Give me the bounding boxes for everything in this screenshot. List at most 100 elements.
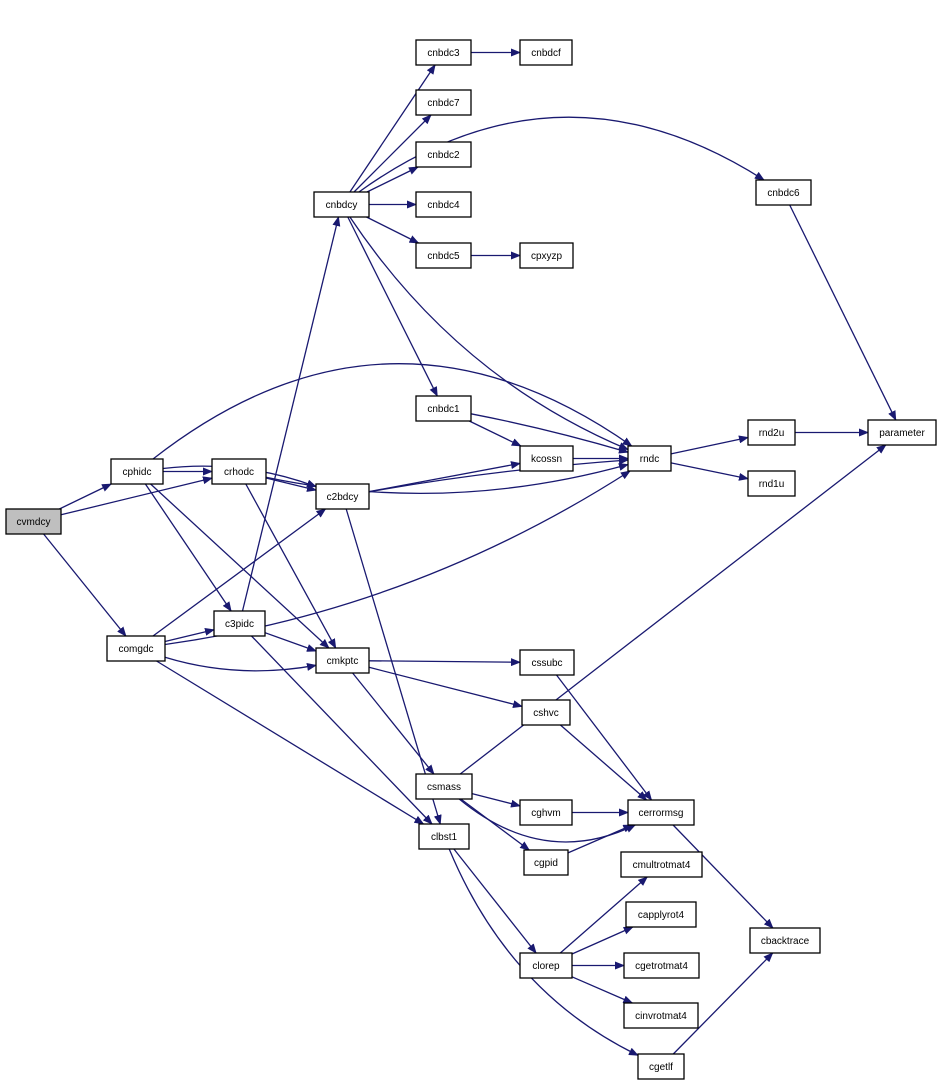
node-cmultrotmat4[interactable]: cmultrotmat4 xyxy=(620,851,703,878)
node-box xyxy=(523,849,569,876)
node-box xyxy=(637,1053,685,1080)
node-cghvm[interactable]: cghvm xyxy=(519,799,573,826)
node-cnbdc6[interactable]: cnbdc6 xyxy=(755,179,812,206)
node-cpxyzp[interactable]: cpxyzp xyxy=(519,242,574,269)
node-rnd1u[interactable]: rnd1u xyxy=(747,470,796,497)
node-box xyxy=(415,141,472,168)
node-csmass[interactable]: csmass xyxy=(415,773,473,800)
node-box xyxy=(519,39,573,66)
edge-cphidc-to-cmkptc xyxy=(150,483,330,649)
edge-cmkptc-to-csmass xyxy=(352,672,435,775)
node-cnbdc4[interactable]: cnbdc4 xyxy=(415,191,472,218)
node-cphidc[interactable]: cphidc xyxy=(110,458,164,485)
node-box xyxy=(315,647,370,674)
node-box xyxy=(627,799,695,826)
edge-c3pidc-to-clbst1 xyxy=(251,635,433,825)
node-box xyxy=(519,242,574,269)
node-cnbdc7[interactable]: cnbdc7 xyxy=(415,89,472,116)
node-cvmdcy[interactable]: cvmdcy xyxy=(5,508,62,535)
node-label: parameter xyxy=(879,428,925,439)
edge-cerrormsg-to-cbacktrace xyxy=(672,824,774,929)
node-rndc[interactable]: rndc xyxy=(627,445,672,472)
node-box xyxy=(623,1002,699,1029)
node-crhodc[interactable]: crhodc xyxy=(211,458,267,485)
edge-cnbdcy-to-rndc xyxy=(349,216,629,451)
node-cbacktrace[interactable]: cbacktrace xyxy=(749,927,821,954)
node-clbst1[interactable]: clbst1 xyxy=(418,823,470,850)
node-label: c2bdcy xyxy=(327,492,359,503)
edge-cnbdcy-to-cnbdc7 xyxy=(353,114,432,193)
node-cmkptc[interactable]: cmkptc xyxy=(315,647,370,674)
node-label: cnbdc4 xyxy=(427,200,460,211)
edge-comgdc-to-cmkptc xyxy=(164,656,317,672)
edge-cnbdc1-to-kcossn xyxy=(469,420,522,447)
node-label: cpxyzp xyxy=(531,251,563,262)
edge-clbst1-to-cgetlf xyxy=(448,848,639,1056)
node-cgetlf[interactable]: cgetlf xyxy=(637,1053,685,1080)
node-label: cinvrotmat4 xyxy=(635,1011,687,1022)
edge-crhodc-to-cmkptc xyxy=(245,483,337,649)
node-label: cerrormsg xyxy=(638,808,683,819)
edge-cshvc-to-cerrormsg xyxy=(559,724,648,801)
nodes-layer: cvmdcy cphidc comgdc crhodc c2bdcy c3pidc cmkp… xyxy=(5,39,937,1080)
node-cgpid[interactable]: cgpid xyxy=(523,849,569,876)
edge-c3pidc-to-cnbdcy xyxy=(241,216,341,612)
edges-layer xyxy=(43,48,897,1056)
node-cgetrotmat4[interactable]: cgetrotmat4 xyxy=(623,952,700,979)
node-cshvc[interactable]: cshvc xyxy=(521,699,571,726)
node-comgdc[interactable]: comgdc xyxy=(106,635,166,662)
node-c2bdcy[interactable]: c2bdcy xyxy=(315,483,370,510)
node-cerrormsg[interactable]: cerrormsg xyxy=(627,799,695,826)
node-label: cmkptc xyxy=(327,656,359,667)
node-box xyxy=(519,445,574,472)
edge-comgdc-to-c3pidc xyxy=(164,627,215,643)
node-box xyxy=(521,699,571,726)
node-label: cnbdc6 xyxy=(767,188,800,199)
node-cnbdcf[interactable]: cnbdcf xyxy=(519,39,573,66)
edge-rndc-to-rnd1u xyxy=(670,462,749,481)
node-cnbdc1[interactable]: cnbdc1 xyxy=(415,395,472,422)
edge-c2bdcy-to-rndc xyxy=(368,456,629,493)
node-parameter[interactable]: parameter xyxy=(867,419,937,446)
node-box xyxy=(315,483,370,510)
edge-cmkptc-to-cssubc xyxy=(368,658,521,667)
edge-c3pidc-to-cmkptc xyxy=(264,632,317,652)
node-box xyxy=(213,610,266,637)
node-label: cshvc xyxy=(533,708,559,719)
edge-cvmdcy-to-crhodc xyxy=(60,476,213,516)
edge-clorep-to-capplyrot4 xyxy=(571,926,634,955)
node-clorep[interactable]: clorep xyxy=(519,952,573,979)
node-label: c3pidc xyxy=(225,619,254,630)
node-label: crhodc xyxy=(224,467,254,478)
node-box xyxy=(106,635,166,662)
edge-csmass-to-cghvm xyxy=(471,792,521,808)
edge-cnbdcy-to-cnbdc6 xyxy=(358,116,765,193)
edge-c2bdcy-to-clbst1 xyxy=(345,508,442,825)
node-label: cmultrotmat4 xyxy=(633,860,691,871)
node-box xyxy=(415,39,472,66)
node-label: cnbdc7 xyxy=(427,98,460,109)
edge-cnbdc6-to-parameter xyxy=(789,204,897,421)
node-box xyxy=(415,773,473,800)
node-cnbdc5[interactable]: cnbdc5 xyxy=(415,242,472,269)
node-label: rnd2u xyxy=(759,428,785,439)
node-rnd2u[interactable]: rnd2u xyxy=(747,419,796,446)
node-cssubc[interactable]: cssubc xyxy=(519,649,575,676)
node-cinvrotmat4[interactable]: cinvrotmat4 xyxy=(623,1002,699,1029)
node-cnbdc3[interactable]: cnbdc3 xyxy=(415,39,472,66)
node-label: cbacktrace xyxy=(761,936,810,947)
node-capplyrot4[interactable]: capplyrot4 xyxy=(625,901,697,928)
node-cnbdc2[interactable]: cnbdc2 xyxy=(415,141,472,168)
node-box xyxy=(415,395,472,422)
edge-clbst1-to-clorep xyxy=(453,848,537,954)
node-cnbdcy[interactable]: cnbdcy xyxy=(313,191,370,218)
node-label: kcossn xyxy=(531,454,562,465)
node-label: cphidc xyxy=(123,467,152,478)
edge-comgdc-to-clbst1 xyxy=(156,660,425,825)
node-box xyxy=(749,927,821,954)
node-label: rndc xyxy=(640,454,659,465)
node-c3pidc[interactable]: c3pidc xyxy=(213,610,266,637)
edge-clorep-to-cinvrotmat4 xyxy=(571,976,634,1004)
node-kcossn[interactable]: kcossn xyxy=(519,445,574,472)
